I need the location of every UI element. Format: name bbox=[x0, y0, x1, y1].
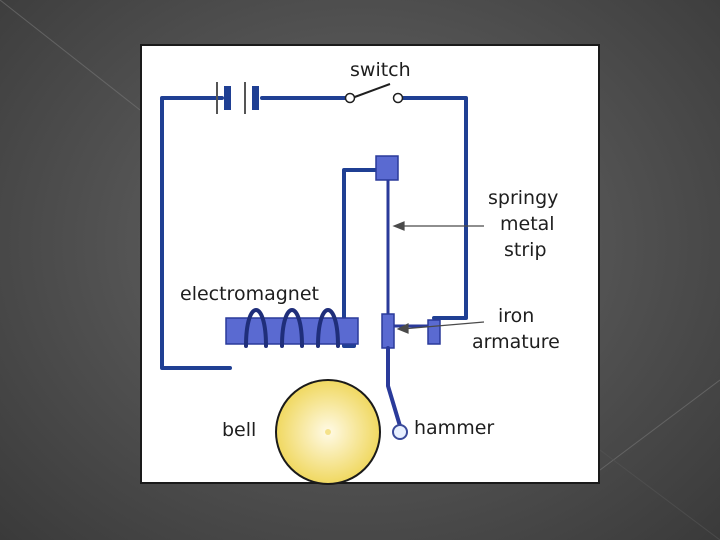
strip-mount bbox=[375, 155, 399, 181]
label-bell: bell bbox=[222, 419, 256, 441]
battery-plate-right-short bbox=[252, 86, 259, 110]
electric-bell-diagram: switch springy metal strip electromagnet… bbox=[160, 59, 560, 485]
arrow-to-armature bbox=[401, 321, 485, 330]
label-hammer: hammer bbox=[414, 417, 494, 439]
switch-contact-left bbox=[344, 92, 356, 104]
bell bbox=[275, 379, 381, 485]
battery-plate-left-short bbox=[224, 86, 231, 110]
wire-top-left bbox=[160, 96, 232, 370]
arrow-to-strip-head bbox=[392, 221, 405, 231]
diagram-card: switch springy metal strip electromagnet… bbox=[140, 44, 600, 485]
label-springy: springy bbox=[488, 187, 558, 209]
label-electromagnet: electromagnet bbox=[180, 283, 319, 305]
switch bbox=[344, 83, 404, 104]
switch-lever bbox=[351, 83, 391, 99]
armature-block bbox=[381, 313, 395, 349]
iron-armature bbox=[381, 313, 441, 349]
arrow-to-armature-head bbox=[396, 323, 409, 334]
label-switch: switch bbox=[350, 59, 411, 81]
hammer bbox=[386, 346, 408, 440]
label-armature: armature bbox=[472, 331, 560, 353]
wire-switch-to-right bbox=[396, 96, 468, 320]
pointer-arrows bbox=[392, 221, 485, 334]
label-metal: metal bbox=[500, 213, 555, 235]
electromagnet bbox=[225, 308, 359, 348]
armature-screw bbox=[427, 319, 441, 345]
label-iron: iron bbox=[498, 305, 534, 327]
label-strip: strip bbox=[504, 239, 547, 261]
hammer-arm bbox=[386, 346, 402, 428]
hammer-head bbox=[392, 424, 408, 440]
switch-contact-right bbox=[392, 92, 404, 104]
bell-center bbox=[325, 429, 331, 435]
battery bbox=[216, 82, 259, 114]
electromagnet-coil bbox=[244, 308, 340, 348]
